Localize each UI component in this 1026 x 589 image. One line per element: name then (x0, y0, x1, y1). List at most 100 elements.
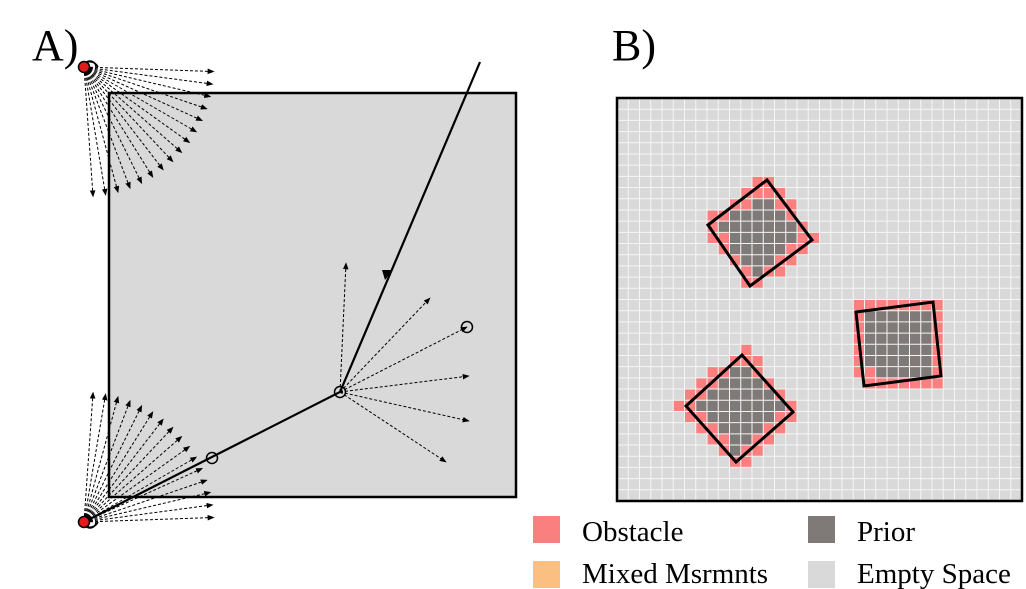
obstacle-cell (853, 355, 865, 367)
obstacle-cell (774, 411, 787, 423)
prior-cell (740, 366, 753, 379)
legend-label-obstacle: Obstacle (582, 516, 683, 548)
prior-cell (740, 243, 753, 256)
obstacle-cell (752, 176, 764, 188)
sensor-ray (88, 445, 191, 519)
legend-swatch-obstacle (533, 516, 560, 543)
prior-cell (752, 243, 764, 256)
prior-cell (864, 344, 877, 356)
bottom-sensor (77, 515, 99, 529)
prior-cell (920, 310, 933, 323)
prior-cell (887, 333, 899, 345)
obstacle-outline-2 (854, 300, 943, 388)
prior-cell (920, 366, 933, 379)
obstacle-cell (684, 411, 697, 423)
prior-cell (763, 243, 775, 256)
sensor-ray (84, 72, 108, 196)
sensor-ray (89, 479, 208, 521)
sensor-ray (85, 72, 131, 190)
prior-cell (920, 321, 933, 334)
prior-cell (864, 333, 877, 345)
panel-a-label: A) (32, 21, 78, 70)
obstacle-cell (774, 389, 787, 401)
sensing-region (107, 91, 518, 499)
obstacle-cell (763, 187, 775, 200)
sensor-ray (83, 72, 96, 198)
prior-cell (909, 310, 922, 323)
scatter-ray (339, 297, 431, 393)
obstacle-cell (785, 411, 798, 423)
legend-item-prior: Prior (808, 516, 915, 548)
prior-cell (752, 198, 764, 211)
obstacle-cell (752, 433, 764, 446)
obstacle-cell (707, 209, 719, 222)
sensor-ray (84, 393, 108, 517)
obstacle-cell (932, 377, 944, 390)
prior-cell (785, 232, 798, 244)
sensor-ray (86, 411, 154, 518)
grid-lines (617, 98, 1022, 501)
prior-cell (718, 400, 730, 412)
sensor-ray (89, 69, 204, 122)
obstacle-cell (707, 366, 719, 379)
obstacle-cell (707, 422, 719, 435)
obstacle-cell (718, 209, 730, 222)
obstacle-cell (909, 377, 922, 390)
legend-label-mixed-measurements: Mixed Msrmnts (582, 558, 768, 589)
obstacle-cell (774, 265, 787, 278)
obstacle-cell (763, 422, 775, 435)
prior-cell (695, 400, 708, 412)
sensor-ray (87, 71, 174, 163)
prior-cell (875, 321, 888, 334)
obstacle-cell (932, 321, 944, 334)
obstacle-cell (673, 400, 685, 412)
obstacle-cell (763, 433, 775, 446)
prior-cell (729, 445, 742, 457)
sensor-ray (89, 67, 214, 87)
obstacle-cell (785, 400, 798, 412)
prior-cell (718, 411, 730, 423)
prior-cell (909, 344, 922, 356)
scatter-ray (339, 391, 470, 423)
obstacle-cell (718, 433, 730, 446)
prior-cell (909, 321, 922, 334)
sensor-ray (88, 456, 198, 520)
prior-cell (898, 321, 910, 334)
obstacle-cell (740, 198, 753, 211)
obstacle-cell (797, 232, 809, 244)
top-sensor-ray-fan (83, 66, 215, 198)
prior-cell (729, 411, 742, 423)
scatter-ray (339, 326, 468, 393)
obstacle-cell (774, 254, 787, 267)
prior-cell (740, 221, 753, 233)
prior-cell (718, 221, 730, 233)
prior-cell (875, 344, 888, 356)
grid-border (615, 96, 1024, 503)
obstacle-cell (695, 411, 708, 423)
prior-cell (752, 400, 764, 412)
obstacle-cell (774, 198, 787, 211)
obstacle-cell (684, 389, 697, 401)
prior-cell (752, 254, 764, 267)
legend-label-empty-space: Empty Space (857, 558, 1011, 589)
legend-swatch-mixed-measurements (533, 561, 560, 588)
sensor-ray (89, 514, 215, 523)
prior-cell (729, 377, 742, 390)
obstacle-cell (740, 187, 753, 200)
prior-cell (752, 389, 764, 401)
prior-cell (740, 433, 753, 446)
obstacle-outlines (683, 177, 943, 465)
obstacle-outline-3 (683, 352, 796, 465)
prior-cell (763, 198, 775, 211)
prior-cell (920, 344, 933, 356)
prior-cell (752, 377, 764, 390)
obstacle-cell (853, 366, 865, 379)
prior-cell (740, 377, 753, 390)
sensor-ray (89, 67, 212, 98)
prior-cell (920, 333, 933, 345)
prior-cell (909, 366, 922, 379)
prior-cell (729, 221, 742, 233)
prior-cell (864, 355, 877, 367)
obstacle-cell (752, 445, 764, 457)
